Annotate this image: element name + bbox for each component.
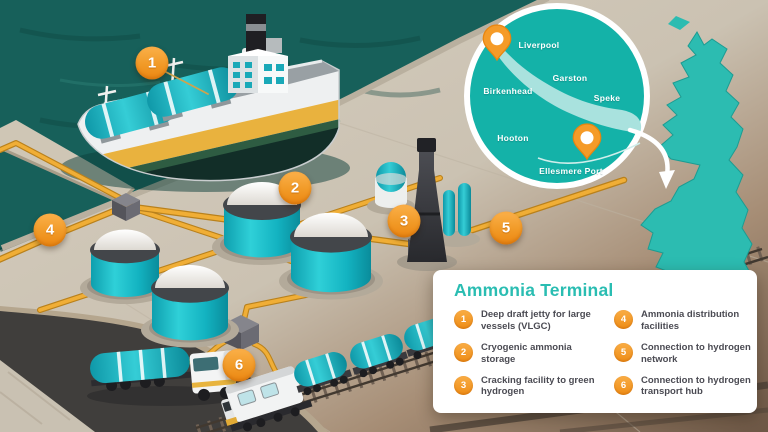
tanker-truck: [87, 346, 243, 406]
storage-tanks: [80, 182, 383, 348]
cracking-facility: [367, 138, 480, 271]
legend-items: 1 Deep draft jetty for large vessels (VL…: [454, 309, 751, 399]
scene-marker-5: 5: [489, 211, 523, 245]
storage-tank: [212, 182, 312, 265]
map-label-liverpool: Liverpool: [518, 40, 560, 50]
legend-item-number: 2: [454, 342, 473, 362]
legend-card: Ammonia Terminal 1 Deep draft jetty for …: [433, 270, 757, 413]
tank-car: [350, 334, 409, 378]
map-label-hooton: Hooton: [497, 133, 529, 143]
legend-title: Ammonia Terminal: [454, 280, 614, 300]
legend-item-number: 6: [614, 375, 633, 395]
tank-car: [294, 352, 353, 396]
legend-item: 6 Connection to hydrogen transport hub: [614, 375, 764, 399]
map-label-garston: Garston: [552, 73, 588, 83]
map-label-birkenhead: Birkenhead: [483, 86, 533, 96]
scene-marker-6: 6: [222, 348, 256, 382]
map-label-speke: Speke: [593, 93, 621, 103]
river-mersey: [492, 36, 642, 133]
map-label-ellesmere-port: Ellesmere Port: [539, 166, 603, 176]
arrow-icon: [627, 127, 675, 189]
legend-item-label: Cracking facility to green hydrogen: [481, 374, 595, 398]
legend-item-number: 4: [614, 310, 633, 329]
legend-item-label: Connection to hydrogen transport hub: [641, 374, 751, 398]
storage-tank: [141, 265, 239, 348]
scene-marker-2: 2: [278, 171, 312, 205]
map-pin-icon: [482, 24, 512, 62]
storage-tank: [279, 212, 383, 300]
marker1-leader-line: [165, 71, 209, 95]
map-inset: [464, 3, 650, 189]
ship-superstructure: [228, 14, 288, 93]
legend-item: 5 Connection to hydrogen network: [614, 342, 764, 366]
map-pin-icon: [572, 123, 602, 161]
storage-tank: [80, 229, 170, 304]
legend-item: 3 Cracking facility to green hydrogen: [454, 375, 614, 399]
legend-item-number: 5: [614, 342, 633, 362]
pipe-network: [0, 71, 624, 386]
legend-item-label: Ammonia distribution facilities: [641, 309, 740, 332]
scene-marker-4: 4: [33, 213, 67, 247]
legend-item-label: Deep draft jetty for large vessels (VLGC…: [481, 309, 591, 332]
scene-marker-1: 1: [135, 46, 169, 80]
legend-item-number: 3: [454, 375, 473, 395]
legend-item: 4 Ammonia distribution facilities: [614, 309, 764, 333]
legend-item: 1 Deep draft jetty for large vessels (VL…: [454, 309, 614, 333]
legend-item-label: Connection to hydrogen network: [641, 341, 751, 365]
legend-item-label: Cryogenic ammonia storage: [481, 341, 572, 365]
scene-marker-3: 3: [387, 204, 421, 238]
legend-item: 2 Cryogenic ammonia storage: [454, 342, 614, 366]
legend-item-number: 1: [454, 310, 473, 329]
deck-cargo-tanks: [85, 67, 239, 144]
